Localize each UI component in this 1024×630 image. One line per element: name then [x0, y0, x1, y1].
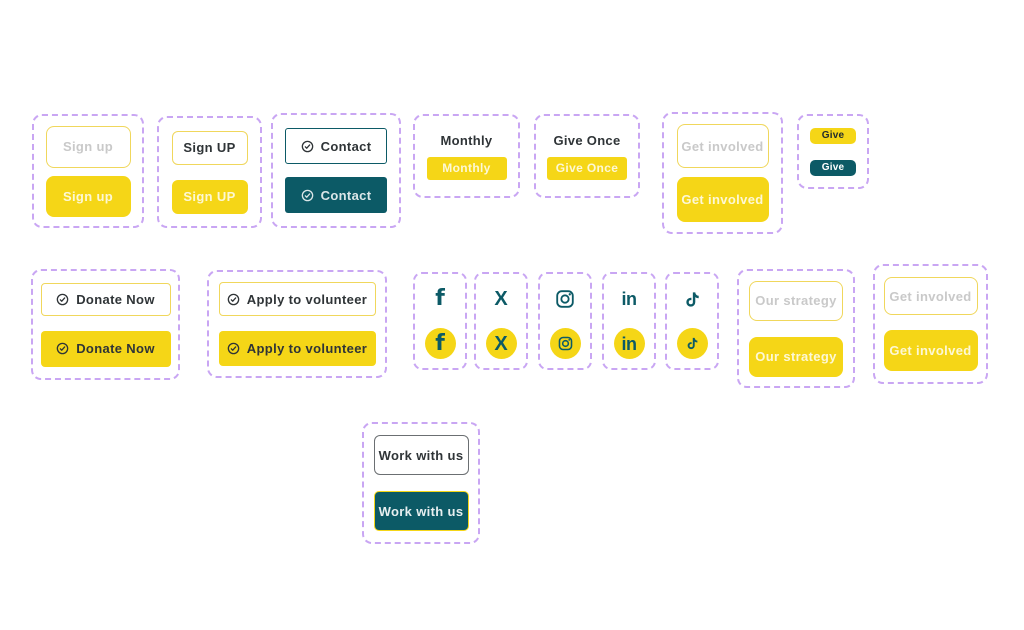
get-involved-variants-frame: Get involved Get involved	[662, 112, 783, 234]
facebook-icon[interactable]: f	[435, 286, 445, 311]
apply-volunteer-outline-label: Apply to volunteer	[246, 291, 368, 307]
check-circle-icon	[56, 293, 69, 306]
apply-volunteer-variants-frame: Apply to volunteer Apply to volunteer	[207, 270, 387, 378]
give-pill-variants-frame: Give Give	[797, 114, 869, 189]
check-circle-icon	[56, 342, 69, 355]
donate-now-variants-frame: Donate Now Donate Now	[31, 269, 180, 380]
apply-volunteer-solid-label: Apply to volunteer	[246, 341, 368, 356]
get-involved-right-solid-button[interactable]: Get involved	[883, 330, 978, 371]
signup-caps-outline-button[interactable]: Sign UP	[171, 130, 248, 165]
check-circle-icon	[227, 293, 240, 306]
tiktok-circle-icon[interactable]	[676, 328, 708, 359]
give-once-solid-button[interactable]: Give Once	[547, 156, 627, 180]
instagram-icon[interactable]	[554, 283, 576, 315]
donate-now-solid-label: Donate Now	[76, 341, 155, 356]
monthly-label: Monthly	[440, 132, 493, 148]
donate-now-outline-button[interactable]: Donate Now	[40, 282, 171, 316]
check-circle-icon	[301, 189, 314, 202]
work-with-us-solid-button[interactable]: Work with us	[373, 491, 469, 531]
signup-caps-solid-button[interactable]: Sign UP	[171, 179, 248, 214]
check-circle-icon	[301, 140, 314, 153]
get-involved-solid-button[interactable]: Get involved	[676, 177, 769, 222]
get-involved-right-ghost-button[interactable]: Get involved	[883, 277, 978, 315]
facebook-icon-variants-frame: f f	[413, 272, 467, 370]
donate-now-outline-label: Donate Now	[76, 291, 155, 307]
instagram-icon-variants-frame	[538, 272, 592, 370]
give-teal-pill-button[interactable]: Give	[810, 159, 856, 176]
contact-solid-button[interactable]: Contact	[285, 177, 387, 213]
monthly-solid-button[interactable]: Monthly	[426, 156, 507, 180]
signup-variants-frame: Sign up Sign up	[32, 114, 144, 228]
donate-now-solid-button[interactable]: Donate Now	[40, 330, 171, 367]
signup-caps-variants-frame: Sign UP Sign UP	[157, 116, 262, 228]
work-with-us-variants-frame: Work with us Work with us	[362, 422, 480, 544]
work-with-us-outline-button[interactable]: Work with us	[373, 435, 469, 475]
contact-variants-frame: Contact Contact	[271, 113, 401, 228]
apply-volunteer-solid-button[interactable]: Apply to volunteer	[218, 331, 376, 366]
get-involved-right-variants-frame: Get involved Get involved	[873, 264, 988, 384]
linkedin-icon[interactable]: in	[621, 289, 638, 309]
monthly-variants-frame: Monthly Monthly	[413, 114, 520, 198]
x-twitter-icon[interactable]: X	[494, 288, 508, 310]
give-once-variants-frame: Give Once Give Once	[534, 114, 640, 198]
x-twitter-icon-variants-frame: X X	[474, 272, 528, 370]
linkedin-icon-variants-frame: in in	[602, 272, 656, 370]
our-strategy-ghost-button[interactable]: Our strategy	[749, 280, 843, 321]
instagram-circle-icon[interactable]	[549, 328, 581, 359]
apply-volunteer-outline-button[interactable]: Apply to volunteer	[218, 282, 376, 316]
contact-outline-label: Contact	[320, 138, 372, 154]
linkedin-circle-icon[interactable]: in	[613, 328, 645, 359]
check-circle-icon	[227, 342, 240, 355]
our-strategy-variants-frame: Our strategy Our strategy	[737, 269, 855, 388]
tiktok-icon[interactable]	[683, 283, 702, 315]
signup-ghost-button[interactable]: Sign up	[45, 125, 131, 168]
get-involved-ghost-button[interactable]: Get involved	[676, 124, 769, 168]
contact-outline-button[interactable]: Contact	[285, 128, 387, 164]
give-once-label: Give Once	[553, 132, 621, 148]
facebook-circle-icon[interactable]: f	[424, 328, 456, 359]
signup-solid-button[interactable]: Sign up	[45, 175, 131, 217]
give-yellow-pill-button[interactable]: Give	[810, 127, 856, 144]
our-strategy-solid-button[interactable]: Our strategy	[749, 336, 843, 377]
x-twitter-circle-icon[interactable]: X	[485, 328, 517, 359]
contact-solid-label: Contact	[320, 187, 372, 203]
tiktok-icon-variants-frame	[665, 272, 719, 370]
